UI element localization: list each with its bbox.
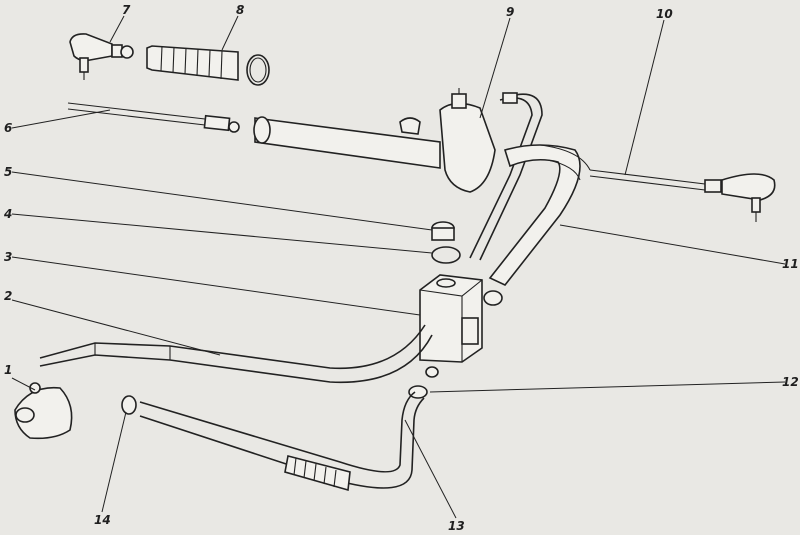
fluid-reservoir bbox=[419, 274, 483, 363]
clamp-upper bbox=[408, 366, 439, 399]
callout-1: 1 bbox=[4, 363, 12, 377]
feed-hose bbox=[39, 324, 433, 384]
callout-14: 14 bbox=[94, 513, 111, 527]
callout-2: 2 bbox=[4, 289, 12, 303]
inner-tie-rod bbox=[67, 102, 240, 133]
clamp-lower bbox=[121, 395, 137, 415]
tie-rod-end-left bbox=[69, 33, 134, 80]
boot-clip bbox=[246, 54, 270, 86]
leader-lines bbox=[11, 15, 786, 519]
rubber-boot bbox=[146, 45, 239, 81]
sealing-ring bbox=[431, 246, 461, 264]
callout-8: 8 bbox=[236, 3, 244, 17]
tie-rod-right bbox=[589, 169, 776, 222]
callout-11: 11 bbox=[782, 257, 799, 271]
callout-5: 5 bbox=[4, 165, 12, 179]
callout-9: 9 bbox=[506, 5, 514, 19]
callout-7: 7 bbox=[122, 3, 131, 17]
pressure-hose bbox=[469, 92, 543, 261]
filler-cap bbox=[431, 221, 455, 241]
steering-rack-housing bbox=[253, 88, 496, 193]
callout-3: 3 bbox=[4, 250, 12, 264]
return-hose bbox=[483, 144, 591, 306]
callout-12: 12 bbox=[782, 375, 799, 389]
power-steering-pump bbox=[14, 382, 73, 440]
callout-10: 10 bbox=[656, 7, 673, 21]
callout-4: 4 bbox=[3, 207, 12, 221]
return-line bbox=[139, 391, 425, 492]
callout-13: 13 bbox=[448, 519, 465, 533]
callout-6: 6 bbox=[4, 121, 12, 135]
